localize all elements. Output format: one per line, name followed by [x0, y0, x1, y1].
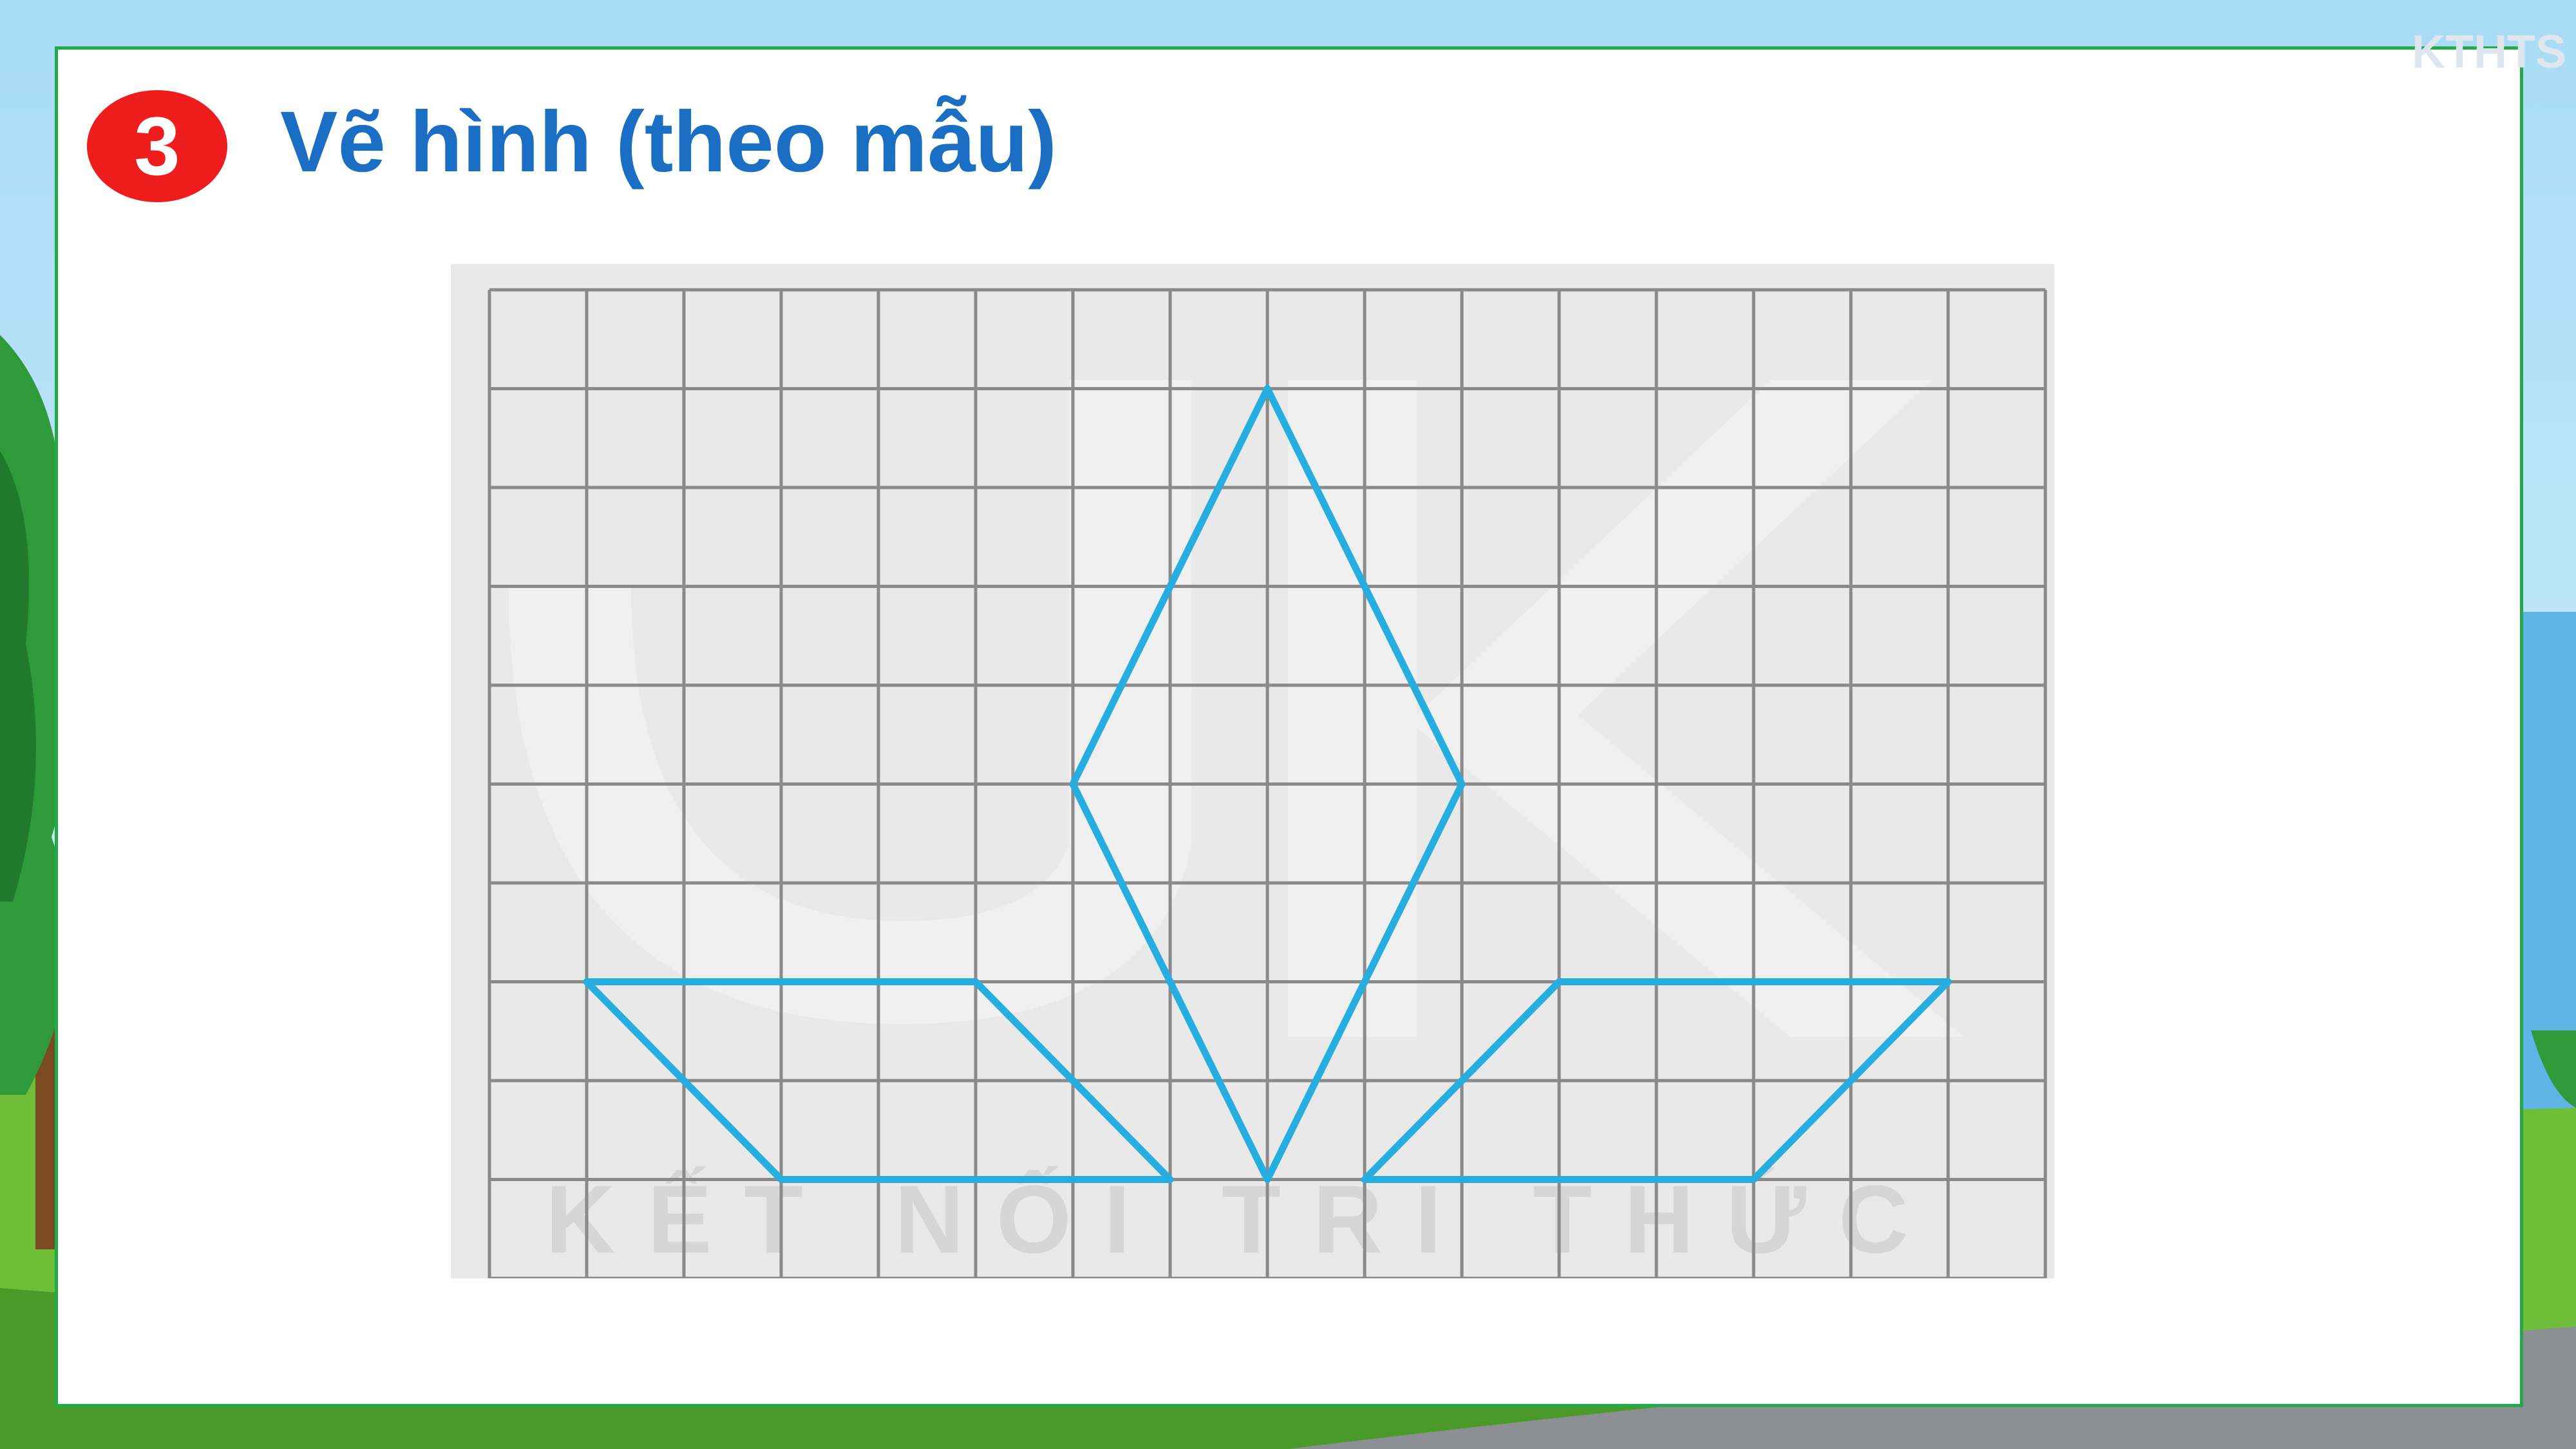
left-parallelogram: [583, 978, 1174, 1183]
exercise-number-badge: 3: [87, 90, 227, 202]
rhombus: [1069, 385, 1466, 1183]
tree-right: [2531, 1030, 2576, 1108]
grid-figure: KẾT NỐI TRI THỨC: [451, 264, 2054, 1278]
grid-lines: [488, 288, 2047, 1278]
corner-logo: KTHTS: [2412, 26, 2566, 78]
shape-layer: [583, 385, 1952, 1183]
exercise-title: Vẽ hình (theo mẫu): [280, 93, 1057, 190]
watermark-logo: [509, 380, 1964, 1037]
right-parallelogram: [1361, 978, 1952, 1183]
